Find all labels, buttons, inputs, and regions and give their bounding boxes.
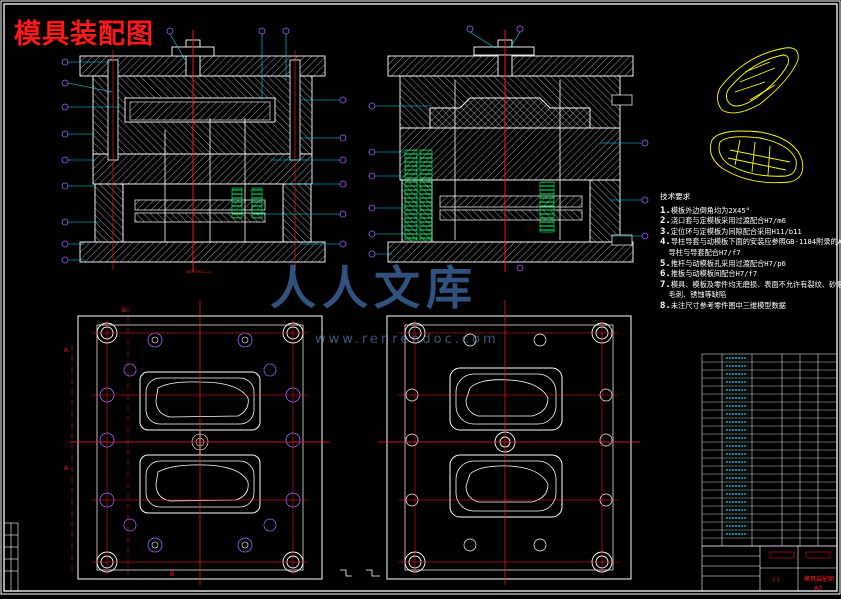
drawing-title: 模具装配图	[14, 19, 154, 50]
technical-note-text: 毛刺、锈蚀等缺陷	[668, 290, 727, 300]
technical-note-number: 8.	[660, 300, 671, 311]
watermark-url: www.renrendoc.com	[315, 332, 499, 347]
technical-note-item: 4.导柱导套与动模板下面的安装应参照GB-1184附录的A级	[660, 237, 841, 248]
section-mark-b-top: B	[122, 307, 126, 314]
title-block-scale: 1:1	[772, 577, 780, 583]
technical-note-text: 浇口套与定模板采用过渡配合H7/m6	[670, 216, 786, 226]
technical-note-item: 1.模板外边倒角均为2X45°	[660, 206, 836, 217]
product-3d-view	[709, 47, 804, 184]
watermark-text: 人人文库	[270, 261, 478, 315]
technical-note-item: 毛刺、锈蚀等缺陷	[660, 290, 836, 301]
technical-note-number: 2.	[660, 216, 671, 227]
drawing-frame	[3, 3, 838, 592]
plan-view-moving-half: B B A A	[64, 300, 330, 585]
technical-note-number: 1.	[660, 205, 671, 216]
plan-view-fixed-half	[378, 300, 640, 585]
title-block-drawing-name: 模具装配图	[804, 575, 834, 583]
technical-note-item: 导柱与导套配合H7/f7	[660, 248, 836, 259]
technical-note-item: 7.模具、模板及零件均无磨损、表面不允许有裂纹、砂眼、	[660, 279, 841, 291]
technical-note-item: 3.定位环与定模板为间隙配合采用H11/b11	[660, 227, 836, 238]
title-block-marks	[769, 551, 831, 559]
section-view-a-a: SECTION A—A	[61, 27, 347, 274]
technical-note-number: 5.	[660, 258, 671, 269]
technical-note-text: 推杆与动模板孔采用过渡配合H7/p6	[670, 258, 786, 268]
detail-marks	[340, 569, 380, 577]
technical-note-text: 未注尺寸参考零件图中三维模型数据	[670, 300, 786, 310]
left-margin-block	[3, 522, 19, 592]
parts-list-rows	[702, 357, 837, 539]
technical-notes: 技术要求 1.模板外边倒角均为2X45°2.浇口套与定模板采用过渡配合H7/m6…	[660, 192, 841, 312]
section-label: SECTION A—A	[186, 270, 211, 274]
section-mark-a-top: A	[64, 347, 69, 354]
technical-notes-heading: 技术要求	[660, 192, 691, 201]
title-block	[701, 545, 838, 592]
section-mark-a-bottom: A	[64, 465, 69, 472]
technical-note-text: 推板与动模板间配合H7/f7	[670, 269, 758, 279]
title-block-sheet: A0	[814, 585, 822, 592]
technical-note-number: 7.	[660, 279, 671, 290]
technical-note-number: 3.	[660, 226, 671, 237]
technical-note-text: 导柱导套与动模板下面的安装应参照GB-1184附录的A级	[670, 237, 841, 247]
section-mark-b-bottom: B	[170, 571, 174, 578]
technical-note-text: 定位环与定模板为间隙配合采用H11/b11	[670, 226, 802, 236]
section-view-side	[368, 25, 649, 272]
technical-note-item: 8.未注尺寸参考零件图中三维模型数据	[660, 301, 836, 312]
technical-note-item: 5.推杆与动模板孔采用过渡配合H7/p6	[660, 259, 836, 270]
technical-note-text: 模板外边倒角均为2X45°	[670, 205, 750, 215]
technical-note-item: 6.推板与动模板间配合H7/f7	[660, 269, 836, 280]
technical-note-number: 4.	[660, 237, 671, 248]
technical-note-text: 导柱与导套配合H7/f7	[668, 247, 741, 257]
technical-note-item: 2.浇口套与定模板采用过渡配合H7/m6	[660, 216, 836, 227]
technical-note-number: 6.	[660, 269, 671, 280]
technical-note-text: 模具、模板及零件均无磨损、表面不允许有裂纹、砂眼、	[670, 279, 841, 289]
